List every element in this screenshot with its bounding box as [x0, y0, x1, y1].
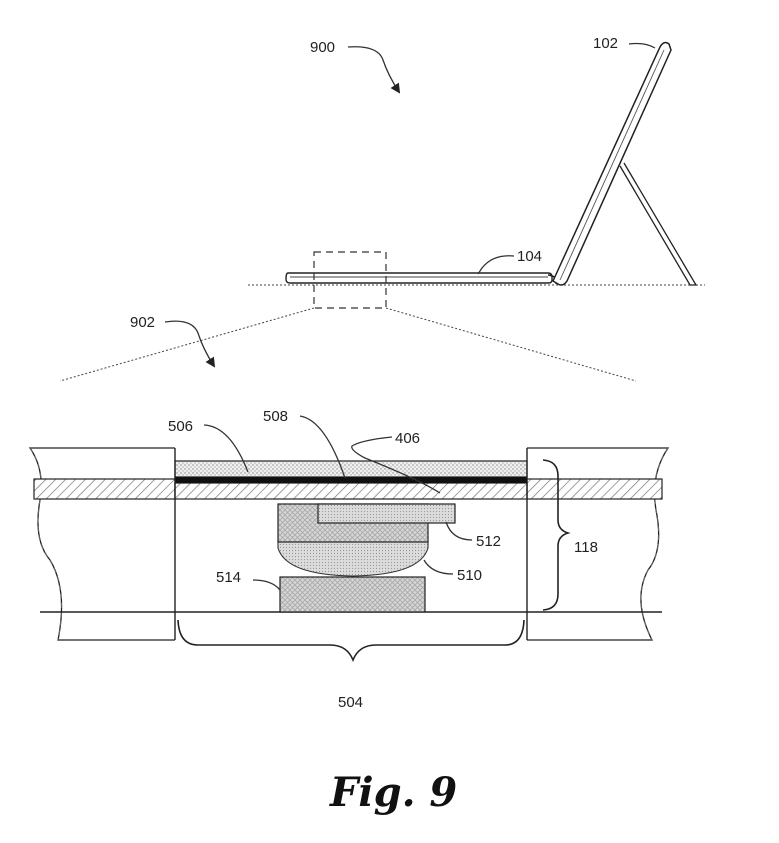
device-overview	[59, 41, 705, 382]
layer-506	[174, 460, 528, 478]
leader-512	[445, 521, 473, 541]
label-508: 508	[263, 408, 288, 425]
label-512: 512	[476, 533, 501, 550]
brace-118	[542, 459, 571, 611]
leader-508	[299, 415, 346, 479]
cross-section-detail	[28, 415, 670, 663]
tablet-102	[552, 41, 672, 286]
label-902: 902	[130, 314, 155, 331]
layer-508	[175, 477, 527, 483]
label-104: 104	[517, 248, 542, 265]
label-506: 506	[168, 418, 193, 435]
detail-region-box	[313, 251, 387, 309]
label-514: 514	[216, 569, 241, 586]
component-514	[279, 576, 426, 613]
arrow-902	[164, 320, 216, 368]
leader-514	[252, 579, 281, 591]
leader-102	[628, 42, 656, 49]
label-118: 118	[574, 539, 598, 556]
arrow-900	[347, 46, 401, 94]
label-510: 510	[457, 567, 482, 584]
leader-406	[351, 436, 441, 494]
label-900: 900	[310, 39, 335, 56]
label-406: 406	[395, 430, 420, 447]
component-510	[277, 539, 429, 577]
leader-104	[477, 255, 515, 275]
keyboard-104	[285, 272, 553, 284]
leader-506	[203, 424, 249, 473]
component-512	[317, 503, 456, 524]
label-102: 102	[593, 35, 618, 52]
figure-caption: Fig. 9	[329, 769, 457, 816]
layer-406-substrate	[174, 482, 528, 500]
brace-504	[177, 619, 525, 663]
label-504: 504	[338, 694, 363, 711]
leader-510	[423, 559, 454, 575]
kickstand	[619, 162, 698, 286]
